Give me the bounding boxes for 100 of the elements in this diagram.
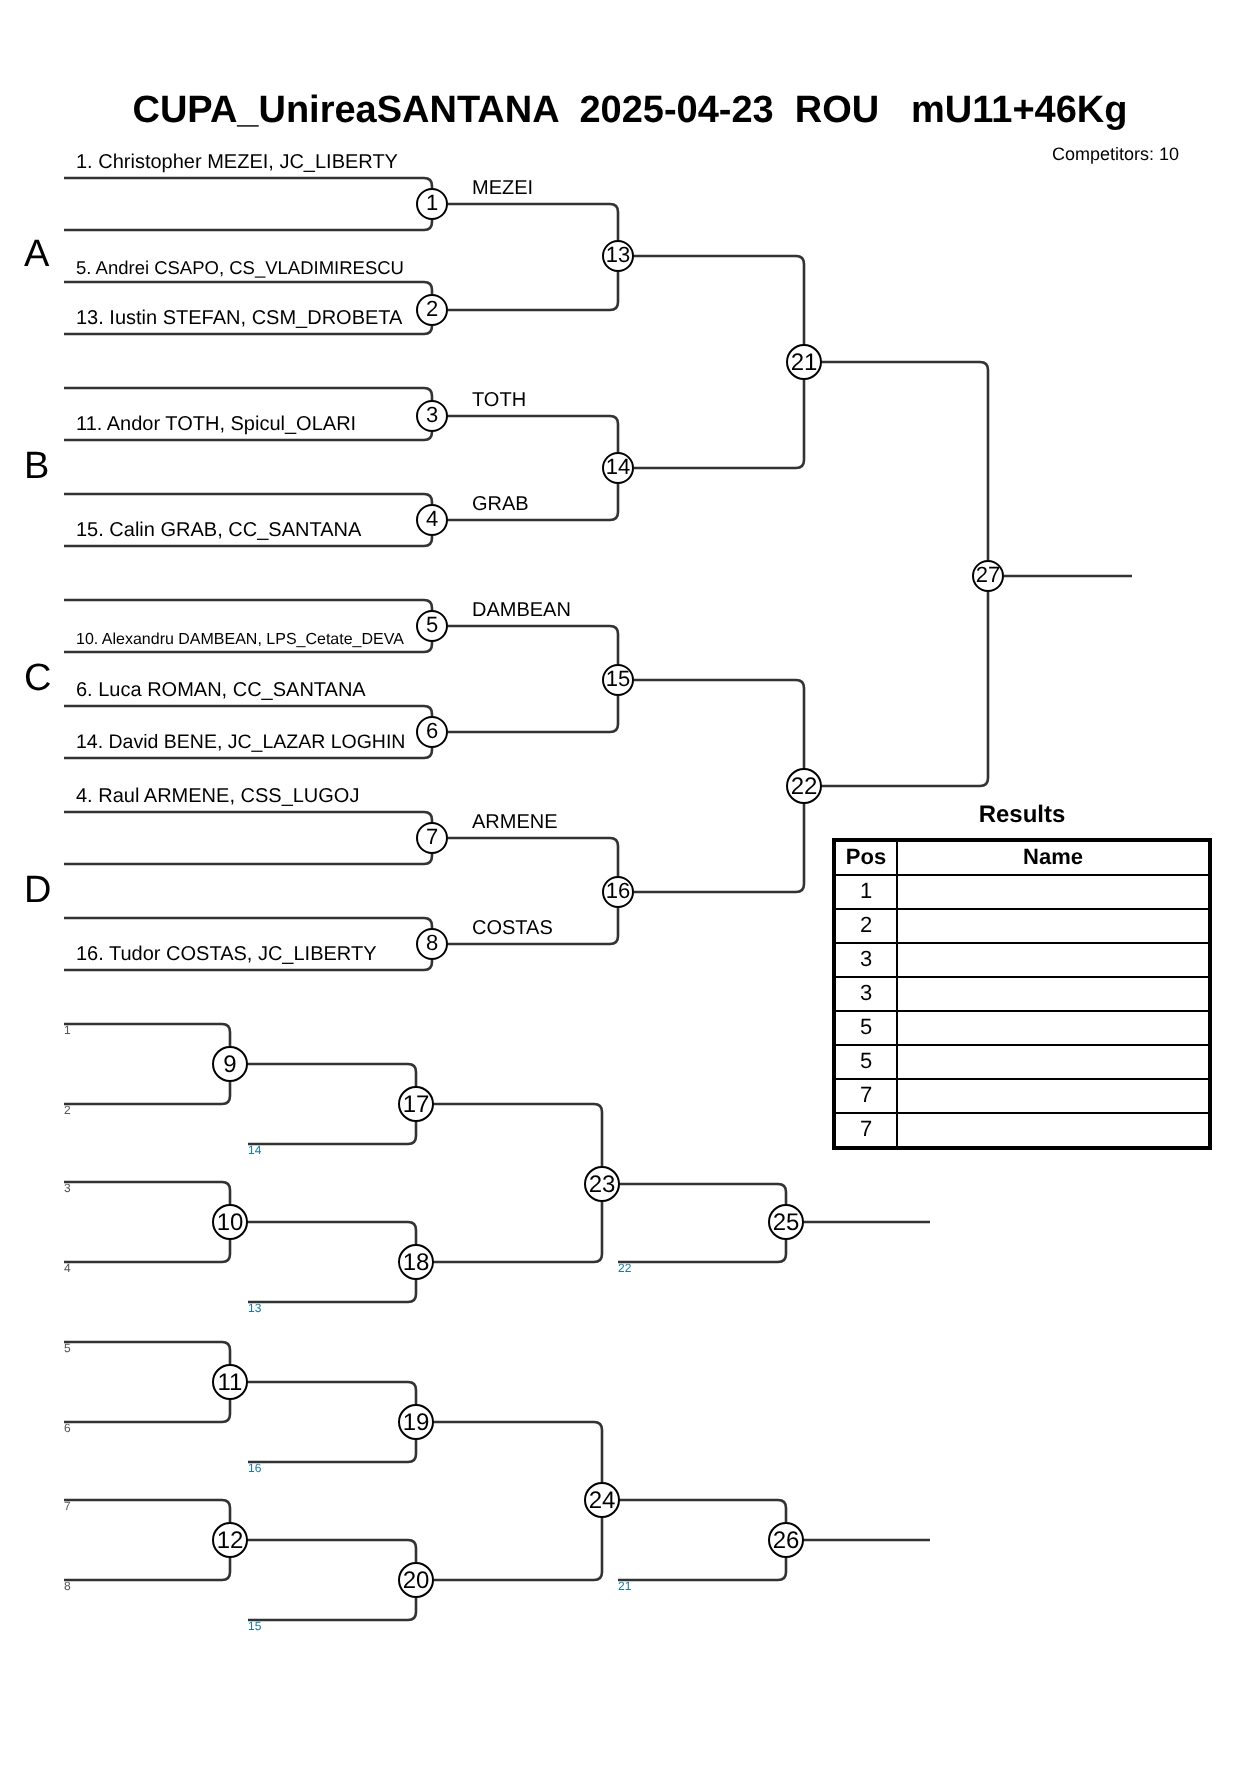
position-cell: 7 [834,1079,897,1113]
competitor-name: 4. Raul ARMENE, CSS_LUGOJ [76,786,360,808]
match-circle: 8 [416,928,448,960]
bracket-line [64,219,434,232]
bracket-line [64,747,434,760]
bracket-line [618,1556,788,1582]
bracket-line [448,836,620,876]
bracket-line [64,959,434,972]
bracket-line [634,378,806,470]
bracket-line [64,1556,232,1582]
match-circle: 11 [212,1364,248,1400]
bracket-line [64,1180,232,1206]
position-cell: 1 [834,875,897,909]
bracket-line [64,810,434,823]
bracket-line [802,1538,930,1542]
bracket-line [248,1120,418,1146]
position-cell: 2 [834,909,897,943]
bracket-line [64,324,434,336]
competitor-name: 15. Calin GRAB, CC_SANTANA [76,520,362,542]
match-circle: 20 [398,1562,434,1598]
competitor-name: 14. David BENE, JC_LAZAR LOGHIN [76,732,406,755]
winner-name: COSTAS [472,918,553,940]
pool-letter: A [24,234,50,278]
bracket-line [64,916,434,929]
match-circle: 13 [602,240,634,272]
bracket-line [64,1238,232,1264]
bracket-line [246,1380,418,1406]
match-circle: 5 [416,610,448,642]
bracket-line [248,1438,418,1464]
match-circle: 19 [398,1404,434,1440]
bracket-line [64,1498,232,1524]
match-circle: 1 [416,188,448,220]
competitor-name: 10. Alexandru DAMBEAN, LPS_Cetate_DEVA [76,630,404,648]
bracket-line [246,1538,418,1564]
match-circle: 10 [212,1204,248,1240]
bracket-line [64,280,434,294]
position-cell: 3 [834,943,897,977]
bracket-line [64,430,434,442]
position-cell: 5 [834,1011,897,1045]
bracket-line [448,908,620,946]
bracket-line [634,802,806,894]
bracket-line [64,853,434,866]
competitor-name: 13. Iustin STEFAN, CSM_DROBETA [76,308,403,330]
bracket-line [432,1420,604,1484]
match-circle: 9 [212,1046,248,1082]
match-circle: 7 [416,822,448,854]
bracket-line [64,1340,232,1366]
bracket-line [64,492,434,505]
bracket-line [448,414,620,452]
match-circle: 12 [212,1522,248,1558]
match-circle: 6 [416,716,448,748]
bracket-line [634,678,806,770]
bracket-line [634,254,806,346]
bracket-line [448,202,620,240]
bracket-line [246,1220,418,1246]
match-circle: 17 [398,1086,434,1122]
match-circle: 16 [602,876,634,908]
competitor-name: 6. Luca ROMAN, CC_SANTANA [76,680,366,702]
bracket-line [64,535,434,548]
competitor-name: 16. Tudor COSTAS, JC_LIBERTY [76,944,377,966]
pool-letter: C [24,658,52,702]
header-cell: Pos [834,840,897,875]
match-circle: 3 [416,400,448,432]
bracket-line [820,360,990,560]
bracket-line [246,1062,418,1088]
bracket-line [248,1596,418,1622]
bracket-line [618,1498,788,1524]
match-circle: 24 [584,1482,620,1518]
bracket-line [448,696,620,734]
table-caption: Results [976,800,1068,828]
bracket-line [64,386,434,400]
bracket-line [248,1278,418,1304]
bracket-line [1004,574,1132,578]
position-cell: 3 [834,977,897,1011]
match-circle: 4 [416,504,448,536]
competitor-name: 5. Andrei CSAPO, CS_VLADIMIRESCU [76,257,404,278]
bracket-line [448,272,620,312]
bracket-line [64,1080,232,1106]
bracket-line [432,1516,604,1582]
bracket-line [618,1182,788,1206]
bracket-line [64,641,434,654]
match-circle: 25 [768,1204,804,1240]
pool-letter: B [24,446,50,490]
position-cell: 5 [834,1045,897,1079]
winner-name: TOTH [472,390,527,412]
bracket-line [64,1398,232,1424]
bracket-line [64,704,434,717]
bracket-line [432,1200,604,1264]
match-circle: 2 [416,294,448,326]
winner-name: DAMBEAN [472,600,571,622]
competitor-name: 1. Christopher MEZEI, JC_LIBERTY [76,152,398,174]
winner-name: MEZEI [472,178,534,200]
match-circle: 21 [786,344,822,380]
bracket-line [64,1022,232,1048]
bracket-line [64,176,434,189]
match-circle: 22 [786,768,822,804]
title: CUPA_UnireaSANTANA 2025-04-23 ROU mU11+46Kg [130,90,1130,134]
match-circle: 23 [584,1166,620,1202]
winner-name: GRAB [472,494,529,516]
match-circle: 27 [972,560,1004,592]
